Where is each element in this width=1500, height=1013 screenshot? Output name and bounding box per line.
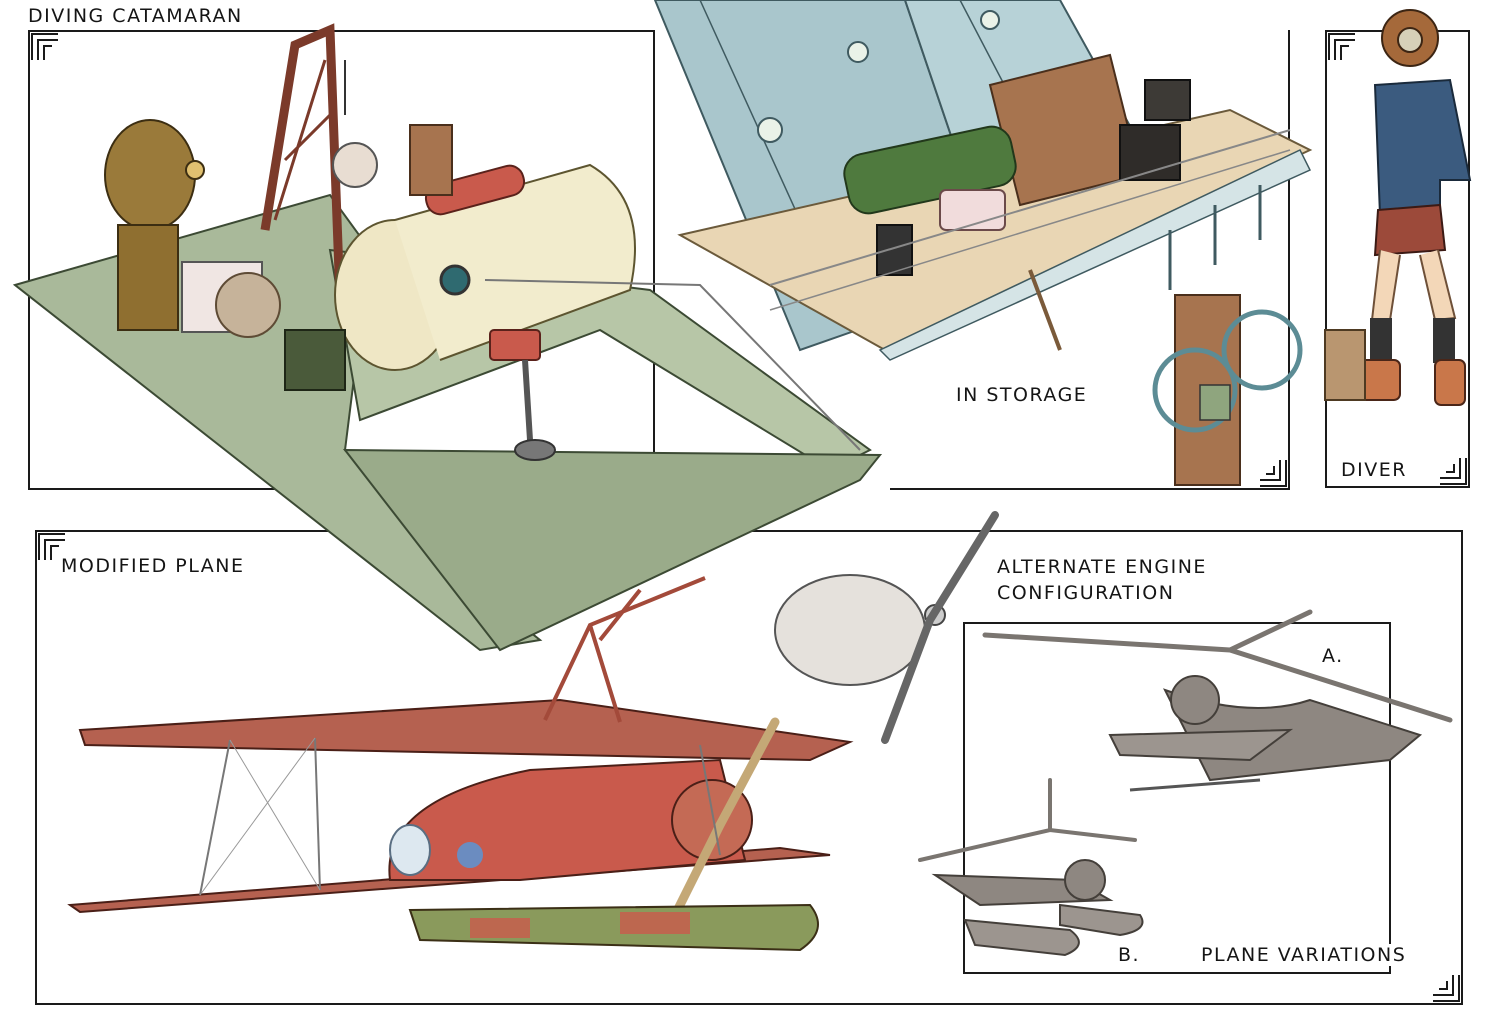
corner-ornament-icon [1433,975,1460,1002]
variations-label: PLANE VARIATIONS [1195,944,1413,966]
storage-frame [890,30,1290,490]
storage-label: IN STORAGE [950,384,1094,406]
corner-ornament-icon [1260,460,1287,487]
storage-illustration [653,0,1313,486]
catamaran-label: DIVING CATAMARAN [22,5,249,27]
modified-plane-illustration [67,576,854,952]
catamaran-illustration [12,23,883,652]
variations-frame [963,622,1391,974]
diver-illustration [1324,9,1472,406]
variation-b-label: B. [1118,944,1141,966]
corner-ornament-icon [1440,458,1467,485]
engine-label-line2: CONFIGURATION [991,582,1181,604]
plane-label: MODIFIED PLANE [55,555,251,577]
corner-ornament-icon [31,33,58,60]
alternate-engine-illustration [774,511,999,744]
variation-a-label: A. [1322,645,1344,667]
corner-ornament-icon [38,533,65,560]
diver-label: DIVER [1335,459,1413,481]
engine-label-line1: ALTERNATE ENGINE [991,556,1213,578]
corner-ornament-icon [1328,33,1355,60]
plane-variations-illustration [918,609,1453,957]
